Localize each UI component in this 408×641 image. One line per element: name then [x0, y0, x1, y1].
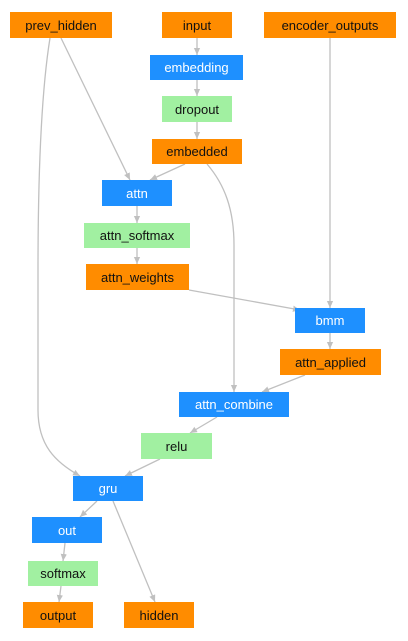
- edge-gru-hidden: [112, 500, 156, 603]
- edge-attn_weights-bmm: [188, 289, 301, 312]
- node-prev-hidden: prev_hidden: [10, 12, 112, 38]
- edge-attn_applied-attn_combine: [261, 374, 306, 393]
- edge-out-softmax: [60, 542, 67, 562]
- node-attn-applied: attn_applied: [280, 349, 381, 375]
- node-gru: gru: [73, 476, 143, 501]
- node-relu: relu: [141, 433, 212, 459]
- node-bmm: bmm: [295, 308, 365, 333]
- node-input: input: [162, 12, 232, 38]
- node-embedded: embedded: [152, 139, 242, 164]
- node-softmax: softmax: [28, 561, 98, 586]
- node-output: output: [23, 602, 93, 628]
- edge-embedded-attn: [149, 163, 186, 181]
- edge-softmax-output: [56, 585, 63, 603]
- node-embedding: embedding: [150, 55, 243, 80]
- node-attn: attn: [102, 180, 172, 206]
- node-attn-combine: attn_combine: [179, 392, 289, 417]
- edge-prev_hidden-attn: [60, 37, 131, 181]
- edge-gru-out: [79, 500, 98, 518]
- edge-prev_hidden-gru: [37, 37, 81, 477]
- node-attn-softmax: attn_softmax: [84, 223, 190, 248]
- edge-attn_combine-relu: [189, 416, 218, 434]
- edge-embedded-attn_combine: [206, 163, 238, 392]
- node-out: out: [32, 517, 102, 543]
- node-attn-weights: attn_weights: [86, 264, 189, 290]
- node-dropout: dropout: [162, 96, 232, 122]
- edge-relu-gru: [124, 458, 161, 477]
- node-encoder-outputs: encoder_outputs: [264, 12, 396, 38]
- node-hidden: hidden: [124, 602, 194, 628]
